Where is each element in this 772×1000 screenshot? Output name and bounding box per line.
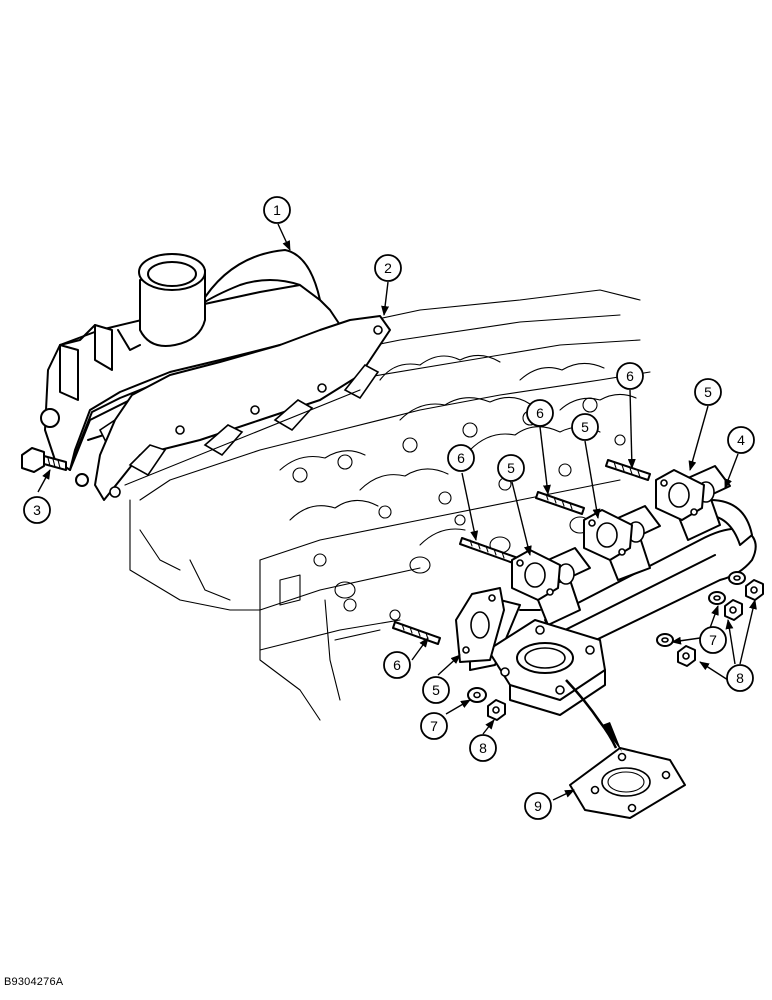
callout-5: 5 bbox=[571, 413, 599, 441]
svg-text:8: 8 bbox=[736, 670, 744, 686]
callout-7: 7 bbox=[420, 712, 448, 740]
callout-6: 6 bbox=[447, 444, 475, 472]
svg-text:6: 6 bbox=[393, 657, 401, 673]
callout-8: 8 bbox=[726, 664, 754, 692]
svg-text:7: 7 bbox=[709, 632, 717, 648]
callout-2: 2 bbox=[374, 254, 402, 282]
callout-9: 9 bbox=[524, 792, 552, 820]
svg-text:2: 2 bbox=[384, 260, 392, 276]
svg-text:5: 5 bbox=[507, 460, 515, 476]
callout-4: 4 bbox=[727, 426, 755, 454]
callout-3: 3 bbox=[23, 496, 51, 524]
svg-text:6: 6 bbox=[457, 450, 465, 466]
callout-6: 6 bbox=[526, 399, 554, 427]
figure-code: B9304276A bbox=[4, 976, 64, 988]
svg-text:1: 1 bbox=[273, 202, 281, 218]
callout-5: 5 bbox=[497, 454, 525, 482]
manifold-bolt bbox=[21, 447, 67, 473]
callout-5: 5 bbox=[422, 676, 450, 704]
svg-text:8: 8 bbox=[479, 740, 487, 756]
svg-text:4: 4 bbox=[737, 432, 745, 448]
callout-1: 1 bbox=[263, 196, 291, 224]
pipe-gaskets bbox=[455, 469, 705, 663]
callout-6: 6 bbox=[616, 362, 644, 390]
svg-text:5: 5 bbox=[704, 384, 712, 400]
svg-text:7: 7 bbox=[430, 718, 438, 734]
svg-text:5: 5 bbox=[581, 419, 589, 435]
svg-text:9: 9 bbox=[534, 798, 542, 814]
callout-6: 6 bbox=[383, 651, 411, 679]
outlet-gasket bbox=[565, 679, 686, 819]
svg-text:3: 3 bbox=[33, 502, 41, 518]
svg-text:5: 5 bbox=[432, 682, 440, 698]
svg-text:6: 6 bbox=[626, 368, 634, 384]
manifold-gasket bbox=[94, 315, 391, 501]
callout-leaders bbox=[37, 223, 757, 801]
callout-8: 8 bbox=[469, 734, 497, 762]
manifold-studs bbox=[392, 459, 651, 645]
callout-5: 5 bbox=[694, 378, 722, 406]
callout-7: 7 bbox=[699, 626, 727, 654]
exhaust-pipe bbox=[469, 465, 757, 716]
svg-text:6: 6 bbox=[536, 405, 544, 421]
